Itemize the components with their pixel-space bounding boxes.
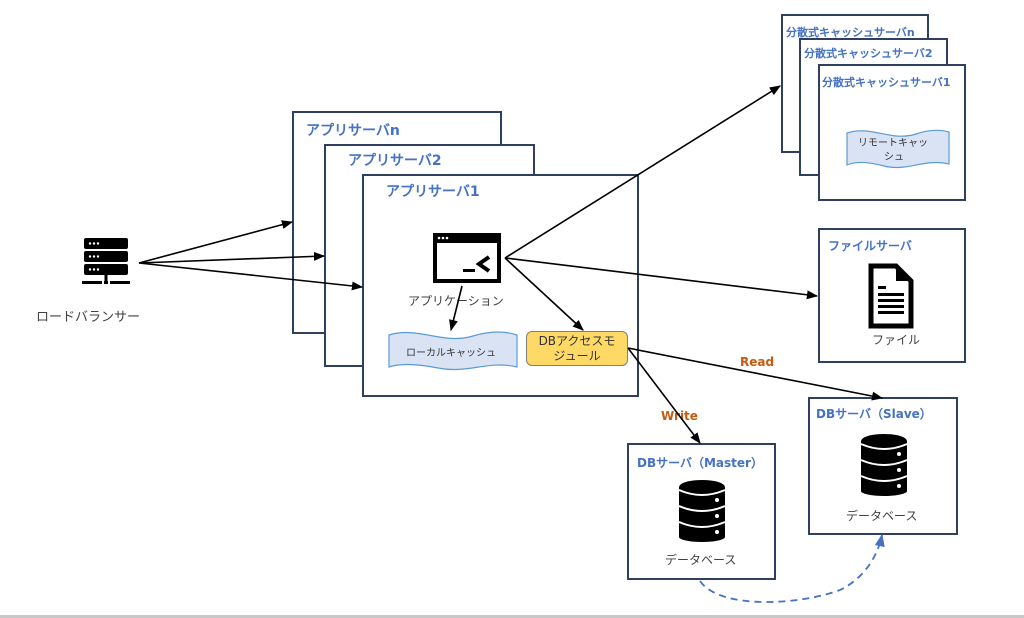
local-cache: ローカルキャッシュ: [388, 330, 518, 372]
bottom-divider: [0, 615, 1024, 618]
db-slave-label: データベース: [846, 509, 918, 523]
db-access-module-line2: ジュール: [553, 349, 601, 363]
remote-cache: リモートキャッ シュ: [846, 128, 950, 170]
cache-server-1: 分散式キャッシュサーバ1 リモートキャッ シュ: [818, 64, 966, 201]
read-edge-label: Read: [740, 355, 775, 369]
db-slave-title: DBサーバ（Slave）: [816, 407, 932, 421]
app-server-1-title: アプリサーバ1: [386, 184, 480, 200]
db-master-label: データベース: [665, 553, 737, 567]
db-server-slave: DBサーバ（Slave） データベース: [808, 397, 958, 535]
server-rack-icon: [82, 238, 130, 284]
file-server-title: ファイルサーバ: [828, 239, 912, 253]
file-server: ファイルサーバ ファイル: [818, 228, 966, 363]
load-balancer-label: ロードバランサー: [36, 310, 141, 325]
load-balancer: [78, 236, 134, 296]
application-node: [433, 233, 501, 283]
wave-shape: [846, 129, 950, 169]
cache-server-2-title: 分散式キャッシュサーバ2: [804, 47, 933, 60]
database-icon: [678, 480, 726, 542]
wave-shape: [388, 331, 518, 371]
write-edge-label: Write: [661, 409, 698, 423]
app-server-n-title: アプリサーバn: [306, 123, 400, 139]
edge-lb-to-app-n: [138, 220, 294, 264]
terminal-window-icon: [433, 233, 501, 283]
local-cache-label: ローカルキャッシュ: [406, 348, 496, 359]
application-label: アプリケーション: [408, 294, 504, 308]
remote-cache-line2: シュ: [884, 152, 904, 163]
db-access-module-line1: DBアクセスモ: [538, 334, 616, 348]
remote-cache-line1: リモートキャッ: [858, 138, 928, 149]
cache-server-n-title: 分散式キャッシュサーバn: [786, 26, 915, 39]
db-master-title: DBサーバ（Master）: [637, 456, 763, 470]
app-server-2-title: アプリサーバ2: [348, 153, 442, 169]
cache-server-1-title: 分散式キャッシュサーバ1: [822, 76, 951, 89]
db-access-module: DBアクセスモ ジュール: [526, 331, 628, 366]
database-icon: [860, 434, 908, 496]
file-label: ファイル: [872, 333, 921, 347]
db-server-master: DBサーバ（Master） データベース: [627, 443, 776, 580]
document-icon: [868, 263, 914, 329]
